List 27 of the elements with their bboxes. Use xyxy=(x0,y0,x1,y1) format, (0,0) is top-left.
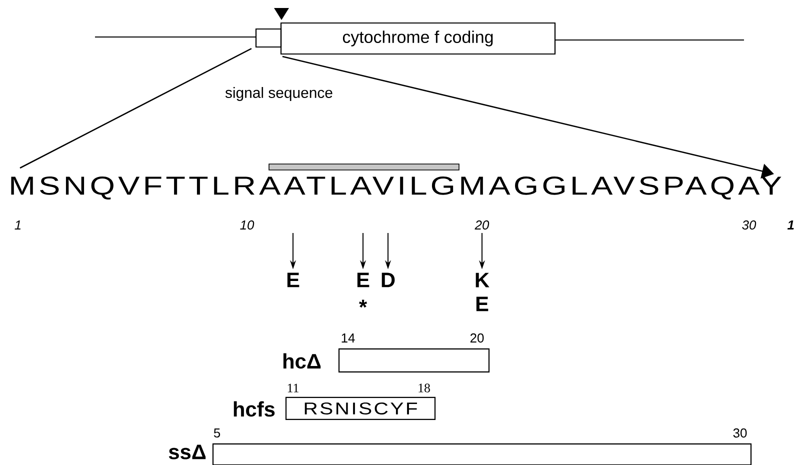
deletion-box xyxy=(338,348,490,373)
region-label: signal sequence xyxy=(225,87,332,101)
sequence-box: RSNISCYF xyxy=(285,396,436,420)
residue-number: 20 xyxy=(470,333,484,343)
region-box xyxy=(255,28,282,48)
residue-number: 11 xyxy=(288,384,298,392)
residue-number: 30 xyxy=(742,220,756,230)
substitution-letter: E xyxy=(357,272,370,288)
coding-box: cytochrome f coding xyxy=(280,22,556,55)
construct-label: hcΔ xyxy=(283,353,321,369)
residue-number: 1 xyxy=(14,220,21,230)
residue-number: 1 xyxy=(787,220,794,230)
amino-acid-sequence: MSNQVFTTLRAATLAVILGMAGGLAVSPAQAY xyxy=(11,176,782,200)
residue-number: 20 xyxy=(474,220,490,230)
deletion-box xyxy=(212,443,752,465)
residue-number: 10 xyxy=(240,220,254,230)
residue-number: 18 xyxy=(418,384,430,392)
residue-number: 14 xyxy=(342,334,355,342)
residue-number: 30 xyxy=(733,428,747,438)
construct-label: ssΔ xyxy=(168,444,206,460)
mark-symbol: * xyxy=(359,300,368,308)
residue-number: 5 xyxy=(214,428,220,438)
substitution-letter: D xyxy=(382,272,395,288)
substitution-letter: K E xyxy=(476,272,490,312)
substitution-letter: E xyxy=(287,272,300,288)
construct-label: hcfs xyxy=(234,401,275,417)
zoom-line xyxy=(20,48,252,169)
